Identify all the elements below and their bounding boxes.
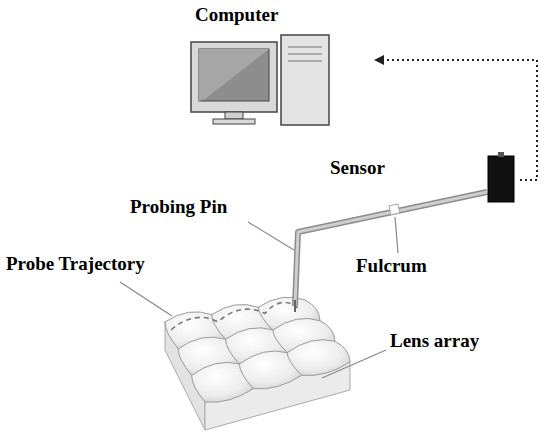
part-label: Probing Pin [130,197,227,218]
leader-line [322,350,386,378]
leader-line [248,222,294,250]
leader-line [395,217,398,253]
part-label: Probe Trajectory [6,254,145,275]
probe-tip [294,300,296,312]
part-label: Fulcrum [356,256,427,277]
monitor-base [213,119,255,124]
fulcrum [389,204,400,215]
tower-slot [288,54,322,55]
probe-trajectory [171,302,298,330]
leader-line [120,282,172,316]
monitor-stand [225,112,243,119]
lens-array [165,297,350,430]
probing-pin-highlight [295,192,487,306]
screen-shade [199,49,269,101]
part-label: Lens array [390,331,479,352]
tower-slot [288,61,322,62]
monitor [191,42,277,112]
node-label: Sensor [330,158,385,179]
tower-slot [288,47,322,48]
sensor-node: Sensor [325,150,520,210]
sensor-body [488,156,514,202]
probing-pin [295,192,487,306]
sensor-cap [498,152,504,157]
computer-node: Computer [185,2,375,127]
computer-tower [281,35,329,125]
block-top [165,300,350,402]
node-label: Computer [195,5,278,26]
monitor-screen [199,49,269,101]
